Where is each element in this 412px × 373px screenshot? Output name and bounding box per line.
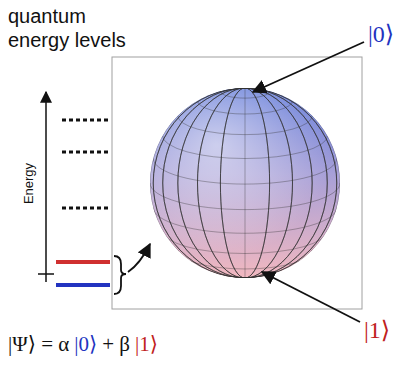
title-block: quantum energy levels [8,4,136,52]
state-label: |0⟩ [368,20,394,48]
excited-level [56,260,110,264]
equation-part: |Ψ⟩ = α [8,332,69,357]
bloch-sphere [150,88,340,282]
frame-box [112,57,362,309]
axis-tick [38,273,54,275]
ground-level [56,283,110,287]
title-text: quantum energy levels [8,5,126,51]
leader-line [262,272,360,322]
state-label: |1⟩ [364,316,390,344]
equation-part: + β [102,332,130,357]
brace [114,256,126,294]
upper-levels [62,120,110,208]
energy-axis [45,92,47,282]
state-equation: |Ψ⟩ = α|0⟩+ β|1⟩ [8,332,163,357]
axis-label: Energy [21,163,36,204]
curved-arrow [128,244,150,272]
equation-ket: |0⟩ [74,332,97,357]
equation-ket: |1⟩ [135,332,158,357]
leader-line [253,42,364,92]
